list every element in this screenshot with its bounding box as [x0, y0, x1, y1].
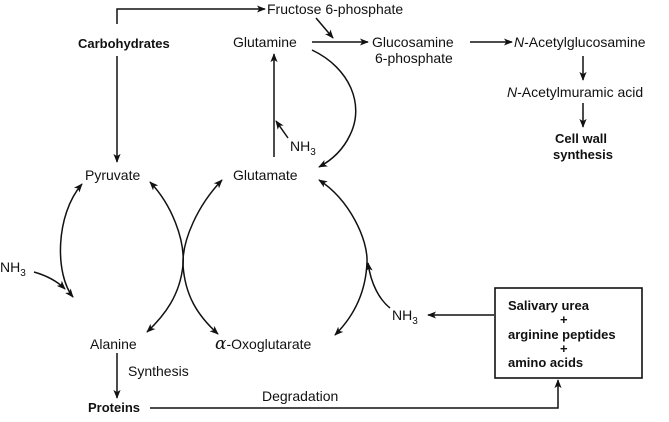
node-n-acetylmuramic: N-Acetylmuramic acid	[507, 84, 643, 100]
edge-glutamate-to-oxoglutarate-cross	[182, 179, 223, 335]
edge-oxoglutarate-glutamate-right	[318, 179, 368, 336]
source-box-line1: Salivary urea	[508, 298, 590, 313]
nh3-left-main: NH	[0, 259, 20, 275]
nh3-glutamine-sub: 3	[310, 147, 316, 158]
source-box-line3: amino acids	[508, 355, 583, 370]
n-acetylmuramic-text: -Acetylmuramic acid	[517, 84, 643, 100]
n-acetylglucosamine-text: -Acetylglucosamine	[524, 34, 646, 50]
node-alanine: Alanine	[90, 336, 137, 352]
edge-proteins-to-source-box	[150, 379, 562, 409]
label-synthesis: Synthesis	[128, 363, 189, 379]
edge-carbohydrates-to-fructose6p	[116, 5, 266, 24]
source-box	[494, 287, 643, 379]
edge-nh3-into-alanine	[33, 271, 66, 290]
n-prefix: N	[514, 34, 525, 50]
edge-glutamine-to-glutamate	[311, 49, 357, 168]
label-degradation: Degradation	[262, 388, 338, 404]
source-box-line2: arginine peptides	[508, 327, 616, 342]
nh3-right-sub: 3	[412, 316, 418, 327]
node-n-acetylglucosamine: N-Acetylglucosamine	[514, 34, 646, 50]
node-carbohydrates: Carbohydrates	[78, 36, 170, 51]
node-proteins: Proteins	[88, 400, 140, 415]
alpha-symbol: α	[215, 334, 227, 354]
nh3-left: NH3	[0, 259, 26, 279]
node-pyruvate: Pyruvate	[85, 167, 140, 183]
node-glucosamine6p-line2: 6-phosphate	[375, 50, 453, 66]
oxoglutarate-text: -Oxoglutarate	[226, 336, 311, 352]
edge-nh3-into-glutamine-synthesis	[275, 120, 289, 139]
edge-fructose6p-to-glucosamine6p	[315, 17, 334, 39]
node-cell-wall-line2: synthesis	[553, 147, 613, 162]
nh3-right: NH3	[392, 307, 418, 327]
node-oxoglutarate: α-Oxoglutarate	[215, 334, 312, 354]
node-glutamine: Glutamine	[233, 34, 297, 50]
nh3-left-sub: 3	[20, 268, 26, 279]
nh3-right-main: NH	[392, 307, 412, 323]
node-fructose6p: Fructose 6-phosphate	[267, 1, 403, 17]
edge-nh3-into-glutamate	[365, 262, 391, 309]
source-box-plus1: +	[560, 312, 568, 327]
edge-pyruvate-alanine-left	[59, 183, 83, 298]
source-box-plus2: +	[560, 341, 568, 356]
node-glucosamine6p-line1: Glucosamine	[372, 34, 454, 50]
n-prefix: N	[507, 84, 518, 100]
node-glutamate: Glutamate	[233, 167, 298, 183]
nh3-glutamine-main: NH	[290, 138, 310, 154]
edge-pyruvate-to-alanine-cross	[146, 181, 184, 333]
node-cell-wall-line1: Cell wall	[555, 131, 607, 146]
nh3-glutamine: NH3	[290, 138, 316, 158]
